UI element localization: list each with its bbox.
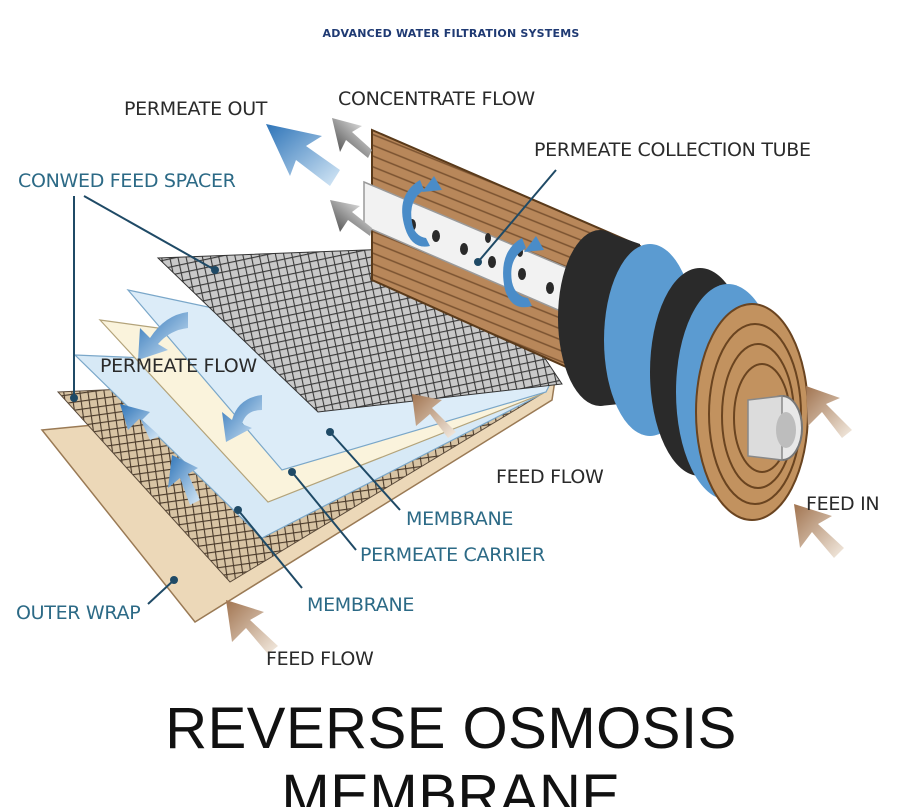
permeate-out-arrow-icon — [266, 124, 340, 186]
feed-in-arrow-icon — [806, 386, 852, 438]
label-permeate-carrier: PERMEATE CARRIER — [360, 544, 545, 566]
label-concentrate-flow: CONCENTRATE FLOW — [338, 88, 535, 110]
leader-lines — [73, 169, 557, 605]
label-permeate-collection-tube: PERMEATE COLLECTION TUBE — [534, 139, 811, 161]
swirl-arrow-icon — [503, 238, 532, 308]
feed-flow-arrow-icon — [412, 394, 456, 438]
label-permeate-out: PERMEATE OUT — [124, 98, 268, 120]
tube-end-side — [747, 395, 783, 461]
permeate-flow-arrow — [222, 395, 262, 442]
label-feed-flow-right: FEED FLOW — [496, 466, 604, 488]
permeate-flow-arrow — [168, 455, 200, 505]
permeate-flow-arrow — [120, 404, 160, 440]
label-conwed-feed-spacer: CONWED FEED SPACER — [18, 170, 236, 192]
label-outer-wrap: OUTER WRAP — [16, 602, 141, 624]
label-feed-flow-bottom: FEED FLOW — [266, 648, 374, 670]
tube-end-opening — [776, 412, 796, 448]
swirl-arrow-icon — [422, 176, 442, 192]
label-permeate-flow: PERMEATE FLOW — [100, 355, 257, 377]
permeate-flow-arrow — [138, 312, 188, 360]
swirl-arrow-icon — [524, 236, 544, 252]
swirl-arrow-icon — [402, 180, 430, 247]
leader-dots — [70, 258, 482, 584]
page-title: REVERSE OSMOSIS MEMBRANE — [165, 696, 737, 807]
concentrate-flow-arrow-icon — [332, 118, 372, 158]
brand-header: ADVANCED WATER FILTRATION SYSTEMS — [322, 27, 580, 40]
label-feed-in: FEED IN — [806, 493, 880, 515]
feed-in-arrow-icon — [794, 504, 844, 558]
feed-flow-arrow-icon — [226, 600, 278, 654]
label-membrane-upper: MEMBRANE — [406, 508, 514, 530]
label-membrane-lower: MEMBRANE — [307, 594, 415, 616]
concentrate-flow-arrow-icon — [330, 200, 372, 236]
